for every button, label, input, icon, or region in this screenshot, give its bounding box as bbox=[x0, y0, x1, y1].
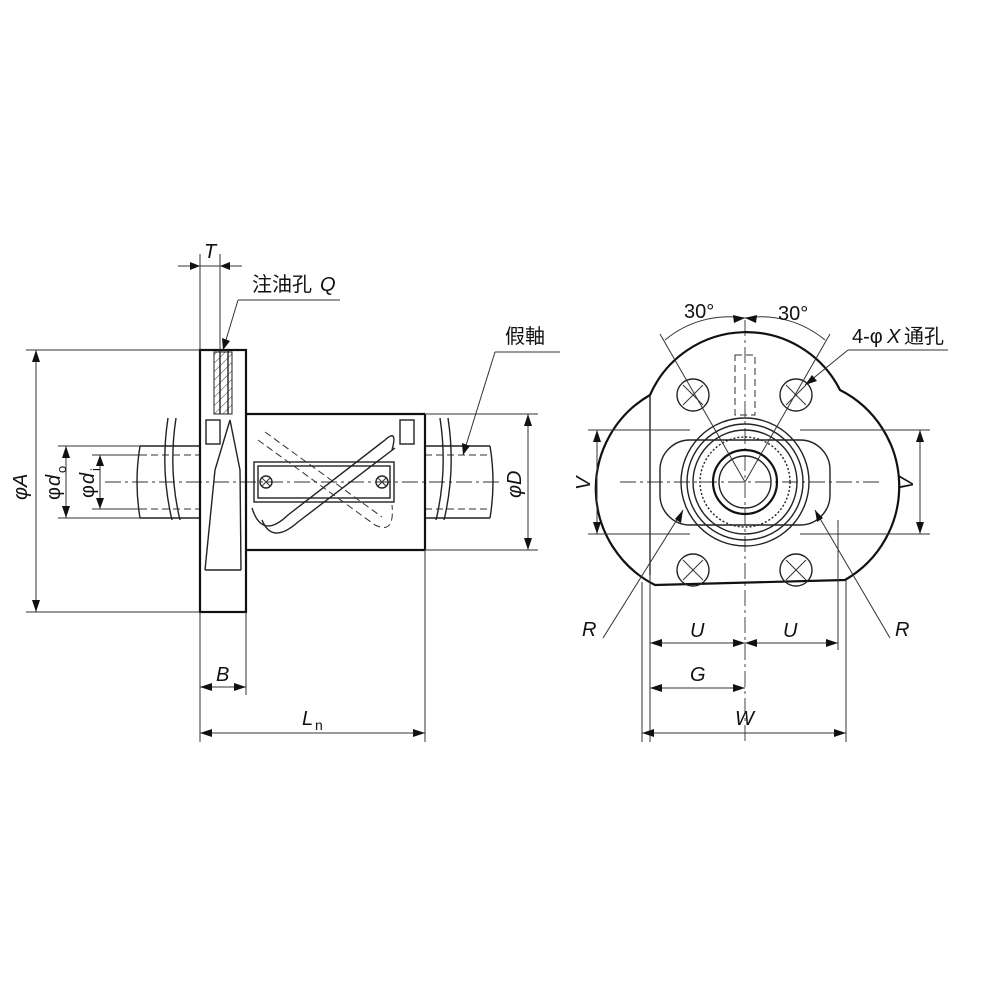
oil-hole-variable: Q bbox=[320, 274, 336, 296]
dim-g-label: G bbox=[690, 664, 706, 686]
dim-w-label: W bbox=[735, 708, 756, 730]
dim-do-subscript: o bbox=[54, 466, 69, 473]
dummy-shaft-label: 假軸 bbox=[505, 325, 545, 348]
dim-a-label: φA bbox=[10, 474, 32, 500]
angle-left-label: 30° bbox=[684, 301, 714, 323]
oil-hole-label: 注油孔 bbox=[252, 273, 312, 296]
bolt-holes bbox=[676, 378, 813, 587]
front-view: 30° 30° 4-φ X 通孔 V V R R bbox=[573, 301, 948, 742]
angle-right-label: 30° bbox=[778, 303, 808, 325]
side-view: T 注油孔 Q 假軸 φA φ d o bbox=[10, 241, 560, 742]
dim-do-label: d bbox=[43, 474, 65, 486]
dim-b-label: B bbox=[216, 664, 229, 686]
dim-r-right-label: R bbox=[895, 619, 909, 641]
dim-do-phi: φ bbox=[43, 487, 65, 500]
dim-u-left-label: U bbox=[690, 620, 705, 642]
holes-suffix: 通孔 bbox=[904, 325, 944, 348]
flange bbox=[198, 348, 248, 614]
dim-v-left-label: V bbox=[573, 475, 595, 490]
nut-body bbox=[246, 412, 427, 552]
dim-di-phi: φ bbox=[77, 485, 99, 498]
dim-di-label: d bbox=[77, 472, 99, 484]
dim-u-right-label: U bbox=[783, 620, 798, 642]
dim-d-label: φD bbox=[504, 471, 526, 499]
dim-ln-label: L bbox=[302, 708, 313, 730]
front-flange bbox=[594, 331, 901, 587]
holes-prefix: 4-φ bbox=[852, 326, 883, 348]
dim-di-subscript: i bbox=[88, 468, 103, 471]
dim-v-right-label: V bbox=[896, 475, 918, 490]
dim-ln-subscript: n bbox=[315, 717, 323, 733]
dim-r-left-label: R bbox=[582, 619, 596, 641]
dim-t-label: T bbox=[204, 241, 218, 263]
holes-variable: X bbox=[886, 326, 901, 348]
